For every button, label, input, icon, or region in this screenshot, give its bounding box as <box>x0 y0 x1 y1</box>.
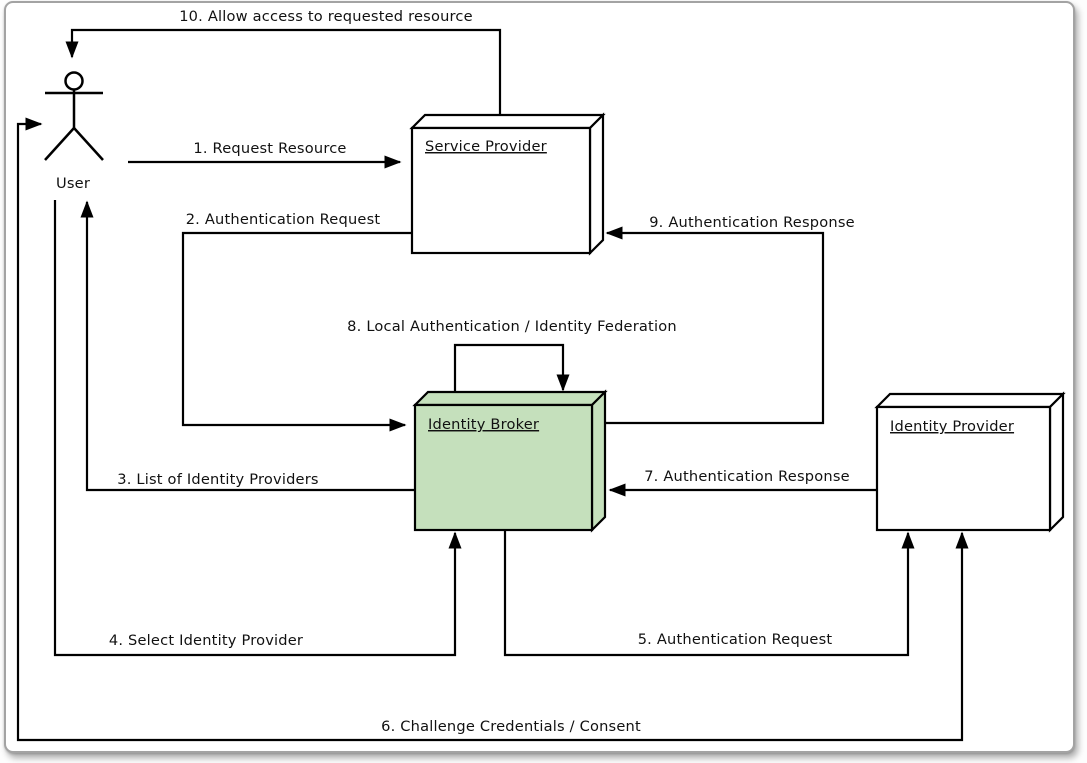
flow-10-line <box>65 28 502 115</box>
identity-broker-box-side <box>590 389 607 533</box>
identity-broker-label: Identity Broker <box>428 416 539 433</box>
flow-4-select-identity-provider: 4. Select Identity Provider <box>53 200 462 657</box>
flow-1-request-resource: 1. Request Resource <box>128 140 402 169</box>
node-identity-provider: Identity Provider <box>874 391 1066 533</box>
flow-3-list-of-identity-providers: 3. List of Identity Providers <box>80 200 415 492</box>
flow-5-line <box>503 530 915 657</box>
flow-1-label: 1. Request Resource <box>193 140 346 157</box>
flow-8-local-authentication-federation: 8. Local Authentication / Identity Feder… <box>347 318 677 398</box>
node-identity-broker: Identity Broker <box>412 389 608 533</box>
identity-brokering-diagram: 10. Allow access to requested resource 1… <box>16 8 1066 742</box>
flow-6-line <box>16 117 969 742</box>
flow-6-label: 6. Challenge Credentials / Consent <box>381 718 641 735</box>
user-actor-icon <box>44 71 104 161</box>
flow-9-authentication-response: 9. Authentication Response <box>605 214 855 425</box>
flow-5-authentication-request: 5. Authentication Request <box>503 530 915 657</box>
flow-10-allow-access: 10. Allow access to requested resource <box>65 8 502 115</box>
flow-9-line <box>605 226 825 425</box>
identity-provider-label: Identity Provider <box>890 418 1014 435</box>
user-label: User <box>56 175 90 192</box>
flow-2-label: 2. Authentication Request <box>186 211 381 228</box>
flow-3-label: 3. List of Identity Providers <box>117 471 318 488</box>
flow-5-label: 5. Authentication Request <box>638 631 833 648</box>
identity-provider-box-side <box>1048 391 1065 533</box>
flow-7-label: 7. Authentication Response <box>644 468 850 485</box>
flow-7-authentication-response: 7. Authentication Response <box>608 468 877 497</box>
service-provider-box-side <box>588 112 605 256</box>
flow-4-line <box>53 200 462 657</box>
service-provider-box-top <box>409 113 606 130</box>
service-provider-box-front <box>410 126 592 255</box>
flow-8-line <box>453 343 570 398</box>
flow-6-challenge-credentials-consent: 6. Challenge Credentials / Consent <box>16 117 969 742</box>
service-provider-label: Service Provider <box>425 138 547 155</box>
flow-4-label: 4. Select Identity Provider <box>109 632 303 649</box>
node-user: User <box>44 71 104 192</box>
flow-10-label: 10. Allow access to requested resource <box>179 8 473 25</box>
identity-broker-box-top <box>412 390 608 407</box>
flow-9-label: 9. Authentication Response <box>649 214 855 231</box>
identity-provider-box-front <box>875 405 1052 532</box>
identity-provider-box-top <box>874 392 1066 409</box>
diagram-frame: 10. Allow access to requested resource 1… <box>4 1 1075 753</box>
identity-broker-box-front <box>413 403 594 532</box>
flow-3-line <box>80 200 415 492</box>
node-service-provider: Service Provider <box>409 112 606 256</box>
flow-8-label: 8. Local Authentication / Identity Feder… <box>347 318 677 335</box>
